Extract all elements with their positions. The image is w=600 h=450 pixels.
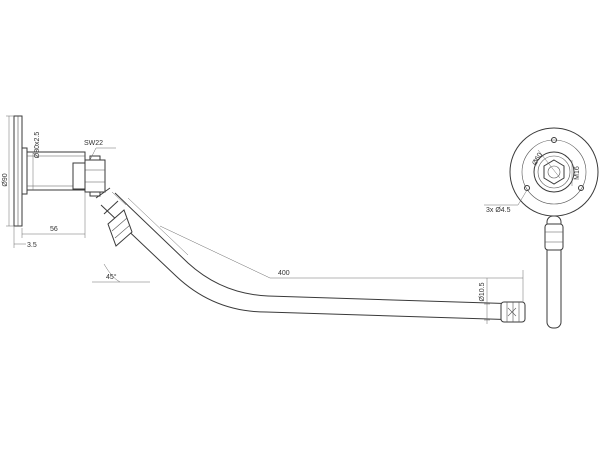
label-m16: M16 <box>574 166 581 180</box>
label-d105: Ø10.5 <box>479 282 486 301</box>
bent-rod <box>95 187 526 323</box>
dimensions <box>6 115 524 324</box>
label-sw22: SW22 <box>84 140 103 147</box>
front-view <box>484 127 599 329</box>
label-400: 400 <box>278 270 290 277</box>
side-view <box>13 115 106 227</box>
label-holes: 3x Ø4.5 <box>486 207 511 214</box>
front-hex-nut <box>543 159 565 185</box>
flange-hub <box>21 147 28 195</box>
text-labels: Ø90 Ø80x2.5 SW22 56 3.5 45° 400 Ø10.5 Ø6… <box>2 132 581 302</box>
label-56: 56 <box>50 226 58 233</box>
rod-outer-edge <box>114 192 521 305</box>
label-d90: Ø90 <box>2 173 9 186</box>
mounting-hole <box>524 185 530 191</box>
label-d80x25: Ø80x2.5 <box>34 132 41 159</box>
rod-inner-edge <box>100 204 521 321</box>
end-coupling <box>500 301 526 323</box>
hex-nut <box>84 159 106 193</box>
sleeve-connector <box>95 187 133 247</box>
mounting-hole <box>578 185 584 191</box>
label-35: 3.5 <box>27 242 37 249</box>
label-45: 45° <box>106 273 117 281</box>
mounting-hole <box>551 137 557 143</box>
